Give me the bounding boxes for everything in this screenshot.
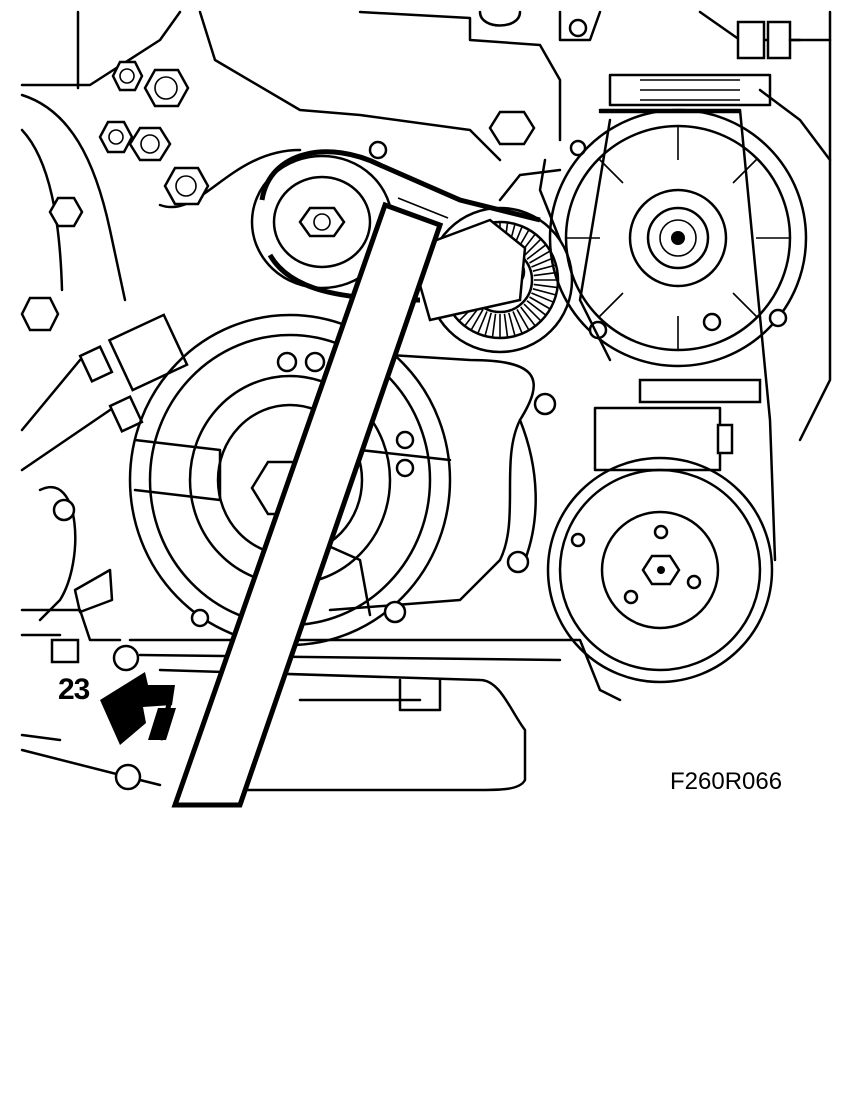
- pulley-rib: [516, 309, 530, 331]
- figure-id: F260R066: [670, 768, 783, 795]
- pulley-rib: [491, 313, 497, 338]
- ac-compressor: [546, 406, 774, 684]
- pulley-rib: [508, 312, 516, 337]
- lower-bracket: [52, 498, 210, 628]
- pulley-rib: [531, 292, 554, 303]
- pulley-rib: [533, 283, 558, 289]
- bolt-icon: [368, 140, 388, 160]
- bolt-heads: [20, 18, 588, 332]
- pulley-rib: [532, 288, 557, 296]
- engine-line-drawing: [20, 10, 832, 808]
- callout-number: 23: [58, 673, 90, 706]
- pulley-rib: [470, 309, 484, 331]
- pulley-rib: [523, 303, 542, 322]
- pulley-rib: [529, 296, 551, 310]
- bolt-icon: [143, 68, 190, 108]
- bolt-icon: [48, 196, 84, 228]
- sensor-connector: [78, 313, 189, 433]
- bolt-icon: [569, 139, 587, 157]
- engine-block-outline: [20, 10, 602, 642]
- bolt-icon: [163, 166, 210, 206]
- pulley-rib: [532, 264, 557, 272]
- pulley-rib: [523, 238, 542, 257]
- pulley-rib: [531, 257, 554, 268]
- pulley-rib: [529, 250, 551, 264]
- bolt-icon: [568, 18, 588, 38]
- pulley-rib: [533, 271, 558, 277]
- arrow-icon: [100, 672, 176, 745]
- pulley-rib: [503, 313, 509, 338]
- pulley-rib: [477, 311, 488, 334]
- pulley-rib: [526, 244, 547, 260]
- bolt-icon: [98, 120, 134, 154]
- pulley-rib: [520, 306, 536, 327]
- pulley-rib: [526, 300, 547, 316]
- oil-pan: [20, 638, 622, 792]
- bolt-icon: [488, 110, 536, 146]
- tensioner-tool-bar: [171, 197, 449, 808]
- hose-fitting: [608, 10, 832, 442]
- pulley-rib: [484, 312, 492, 337]
- bolt-icon: [111, 60, 144, 92]
- tensioner-arm: [408, 218, 527, 322]
- bolt-icon: [128, 126, 172, 162]
- pulley-rib: [512, 311, 523, 334]
- bolt-icon: [20, 296, 60, 332]
